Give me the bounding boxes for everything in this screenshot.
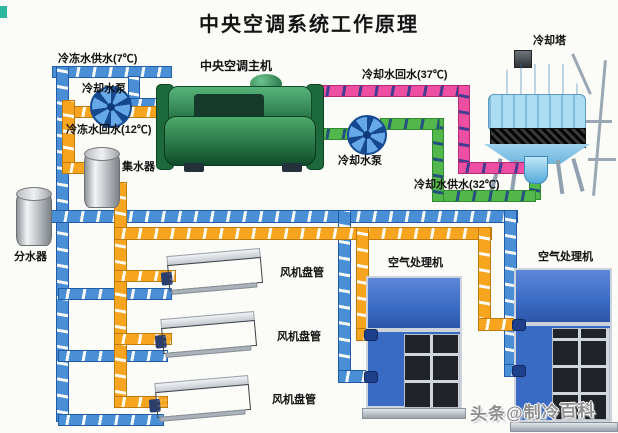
cooling-tower-dome [492,64,584,96]
chiller-foot [282,163,302,172]
label-chiller: 中央空调主机 [200,59,273,73]
ahu1-supply-connector [364,371,378,383]
label-water-distributor: 分水器 [14,251,47,263]
water-distributor-vessel [16,187,52,246]
cooling-tower-frame-brace [586,120,612,123]
label-ahu-1: 空气处理机 [388,257,443,269]
pipe-blue-drop-ahu2 [504,210,517,376]
pipe-cooling-supply-bottom [432,190,536,202]
label-chilled-water-pump: 冷却水泵 [82,83,126,95]
label-cooling-water-pump: 冷却水泵 [338,155,382,167]
pipe-chilled-main [40,210,518,223]
pipe-orange-fcu1 [114,270,176,282]
pipe-chilled-supply-top [52,66,172,78]
page-title: 中央空调系统工作原理 [199,14,419,36]
pipe-return-up [62,100,75,174]
pipe-return-riser [114,182,127,402]
pipe-cooling-return-to-tower [458,162,528,174]
fan-coil-unit-3 [148,374,252,425]
ahu2-grille [552,328,610,420]
cooling-tower-leg [555,159,565,195]
fan-coil-unit-2 [154,310,258,361]
cooling-tower-sump [524,156,548,184]
cooling-tower-frame-post [592,60,607,196]
pipe-cooling-return-top [318,85,470,97]
label-chilled-supply: 冷冻水供水(7℃) [58,53,138,65]
pipe-orange-drop-ahu2 [478,227,491,329]
pipe-chiller-outlet-up [128,76,140,104]
pipe-cooling-return-down [458,85,470,171]
fan-coil-unit-1 [160,247,264,298]
water-collector-vessel [84,147,120,208]
corner-watermark-fragment [0,6,7,18]
pipe-cooling-supply-up [432,118,444,202]
chilled-water-pump [90,86,132,128]
label-chilled-return: 冷冻水回水(12℃) [66,124,152,136]
pipe-blue-fcu2 [58,350,168,362]
label-water-collector: 集水器 [122,161,155,173]
cooling-tower-frame-brace [588,158,616,161]
ahu1-base [362,408,466,419]
label-ahu-2: 空气处理机 [538,251,593,263]
ahu1-return-connector [364,329,378,341]
ahu2-upper-cabinet [514,268,612,324]
label-cooling-supply: 冷却水供水(32℃) [414,179,500,191]
label-cooling-tower: 冷却塔 [533,35,566,47]
watermark: 头条@制冷百科 [469,400,596,425]
ahu2-base [510,422,618,432]
cooling-tower-leg [571,158,585,192]
ahu1-grille [404,334,460,408]
cooling-tower-motor-cap [514,50,532,68]
ahu1-upper-cabinet [366,276,462,330]
ahu2-supply-connector [512,365,526,377]
pipe-return-collector-link [62,162,90,174]
label-fan-coil-1: 风机盘管 [280,267,324,279]
cooling-tower-basin [484,144,590,164]
pipe-blue-drop-ahu1 [338,210,351,382]
label-fan-coil-3: 风机盘管 [272,394,316,406]
label-cooling-return: 冷却水回水(37℃) [362,69,448,81]
ahu2-return-connector [512,319,526,331]
cooling-water-pump [347,115,387,155]
chiller-foot [184,163,204,172]
pipe-return-main [114,227,492,240]
chiller-body-lower [164,116,316,166]
cooling-tower-body [488,94,586,132]
pipe-cooling-supply-to-pump [380,118,440,130]
label-fan-coil-2: 风机盘管 [277,331,321,343]
pipe-blue-fcu3 [58,414,164,426]
